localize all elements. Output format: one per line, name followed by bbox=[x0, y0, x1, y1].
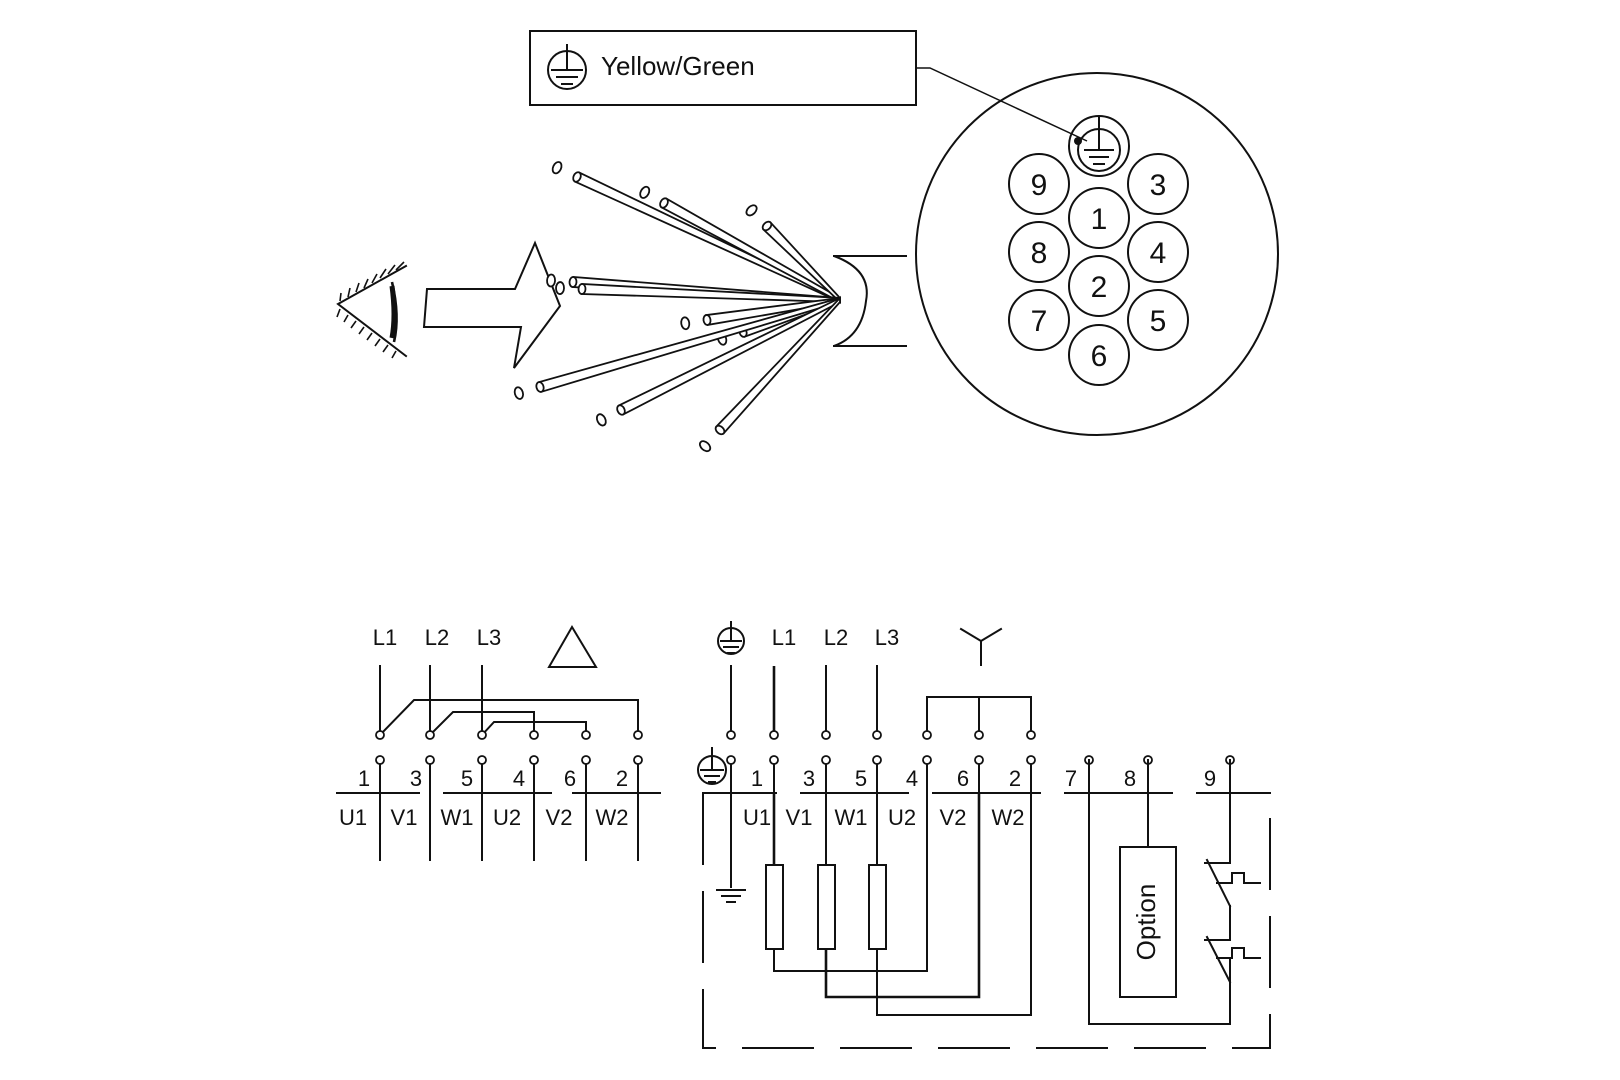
svg-text:1: 1 bbox=[751, 766, 763, 791]
cable-wires bbox=[513, 161, 841, 453]
terminal bbox=[922, 730, 932, 794]
delta-supply-l1: L1 bbox=[373, 625, 397, 650]
svg-text:1: 1 bbox=[1091, 203, 1108, 236]
eye-icon bbox=[336, 261, 408, 359]
legend-label: Yellow/Green bbox=[601, 51, 755, 81]
svg-text:U2: U2 bbox=[888, 805, 916, 830]
svg-text:7: 7 bbox=[1031, 305, 1048, 338]
svg-text:W2: W2 bbox=[992, 805, 1025, 830]
svg-text:8: 8 bbox=[1031, 237, 1048, 270]
pin-5: 5 bbox=[1127, 289, 1189, 351]
delta-supply-l3: L3 bbox=[477, 625, 501, 650]
motor-enclosure-outline bbox=[702, 793, 1271, 1049]
svg-text:4: 4 bbox=[1150, 237, 1167, 270]
option-label: Option bbox=[1131, 884, 1161, 961]
pin-4: 4 bbox=[1127, 221, 1189, 283]
svg-text:V2: V2 bbox=[546, 805, 573, 830]
terminal bbox=[581, 730, 591, 861]
svg-text:9: 9 bbox=[1031, 169, 1048, 202]
svg-text:4: 4 bbox=[906, 766, 918, 791]
terminal bbox=[726, 730, 736, 794]
terminal bbox=[477, 730, 487, 861]
terminal bbox=[769, 730, 779, 794]
pin-9: 9 bbox=[1008, 153, 1070, 215]
pin-2: 2 bbox=[1068, 255, 1130, 317]
svg-text:9: 9 bbox=[1204, 766, 1216, 791]
svg-text:V2: V2 bbox=[940, 805, 967, 830]
svg-text:V1: V1 bbox=[391, 805, 418, 830]
terminal bbox=[633, 730, 643, 861]
svg-text:2: 2 bbox=[1091, 271, 1108, 304]
terminal bbox=[1026, 730, 1036, 794]
view-direction-arrow bbox=[422, 240, 562, 369]
svg-text:W2: W2 bbox=[596, 805, 629, 830]
svg-text:2: 2 bbox=[616, 766, 628, 791]
pin-3: 3 bbox=[1127, 153, 1189, 215]
svg-text:6: 6 bbox=[1091, 340, 1108, 373]
svg-text:W1: W1 bbox=[835, 805, 868, 830]
terminal bbox=[529, 730, 539, 861]
terminal bbox=[375, 730, 385, 861]
svg-text:3: 3 bbox=[1150, 169, 1167, 202]
svg-text:2: 2 bbox=[1009, 766, 1021, 791]
protective-earth-icon bbox=[697, 747, 727, 785]
svg-text:6: 6 bbox=[957, 766, 969, 791]
cable bbox=[833, 255, 907, 347]
svg-text:8: 8 bbox=[1124, 766, 1136, 791]
svg-text:V1: V1 bbox=[786, 805, 813, 830]
connector-face: 9 3 1 8 4 2 7 5 6 bbox=[915, 72, 1279, 436]
terminal bbox=[974, 730, 984, 794]
terminal bbox=[872, 730, 882, 794]
star-supply-l3: L3 bbox=[875, 625, 899, 650]
star-diagram: L1 L2 L3 1 3 5 bbox=[697, 621, 1271, 1049]
terminal bbox=[425, 730, 435, 861]
wire bbox=[699, 295, 841, 453]
svg-text:5: 5 bbox=[461, 766, 473, 791]
star-supply-l1: L1 bbox=[772, 625, 796, 650]
delta-supply-l2: L2 bbox=[425, 625, 449, 650]
pin-pe bbox=[1068, 115, 1130, 177]
option-box bbox=[1119, 846, 1177, 998]
winding-u bbox=[765, 792, 928, 972]
wire bbox=[555, 281, 841, 303]
winding-v bbox=[817, 792, 981, 999]
protective-earth-icon bbox=[717, 621, 745, 655]
winding-w bbox=[868, 792, 1032, 1016]
pin-8: 8 bbox=[1008, 221, 1070, 283]
delta-diagram: L1 L2 L3 1 3 5 4 6 2 U1 V1 W1 U2 V2 W2 bbox=[336, 625, 661, 861]
svg-text:U1: U1 bbox=[339, 805, 367, 830]
protective-earth-icon bbox=[547, 44, 587, 90]
terminal bbox=[821, 730, 831, 794]
pin-7: 7 bbox=[1008, 289, 1070, 351]
svg-text:4: 4 bbox=[513, 766, 525, 791]
wire bbox=[745, 204, 841, 305]
thermal-switch-icon bbox=[1204, 759, 1261, 1025]
svg-text:1: 1 bbox=[358, 766, 370, 791]
star-symbol-icon bbox=[959, 627, 1003, 666]
legend-box: Yellow/Green bbox=[529, 30, 1088, 142]
svg-text:7: 7 bbox=[1065, 766, 1077, 791]
pin-6: 6 bbox=[1068, 324, 1130, 386]
svg-text:W1: W1 bbox=[441, 805, 474, 830]
svg-text:U1: U1 bbox=[743, 805, 771, 830]
svg-text:3: 3 bbox=[803, 766, 815, 791]
legend-leader-line bbox=[916, 67, 1088, 142]
wire bbox=[551, 161, 841, 304]
ground-icon bbox=[716, 889, 746, 903]
svg-text:5: 5 bbox=[855, 766, 867, 791]
delta-symbol-icon bbox=[547, 625, 598, 668]
pe-marker-dot bbox=[1074, 137, 1082, 145]
pin-1: 1 bbox=[1068, 187, 1130, 249]
svg-text:U2: U2 bbox=[493, 805, 521, 830]
svg-text:3: 3 bbox=[410, 766, 422, 791]
connector-outline bbox=[915, 72, 1279, 436]
star-supply-l2: L2 bbox=[824, 625, 848, 650]
svg-text:5: 5 bbox=[1150, 305, 1167, 338]
svg-text:6: 6 bbox=[564, 766, 576, 791]
